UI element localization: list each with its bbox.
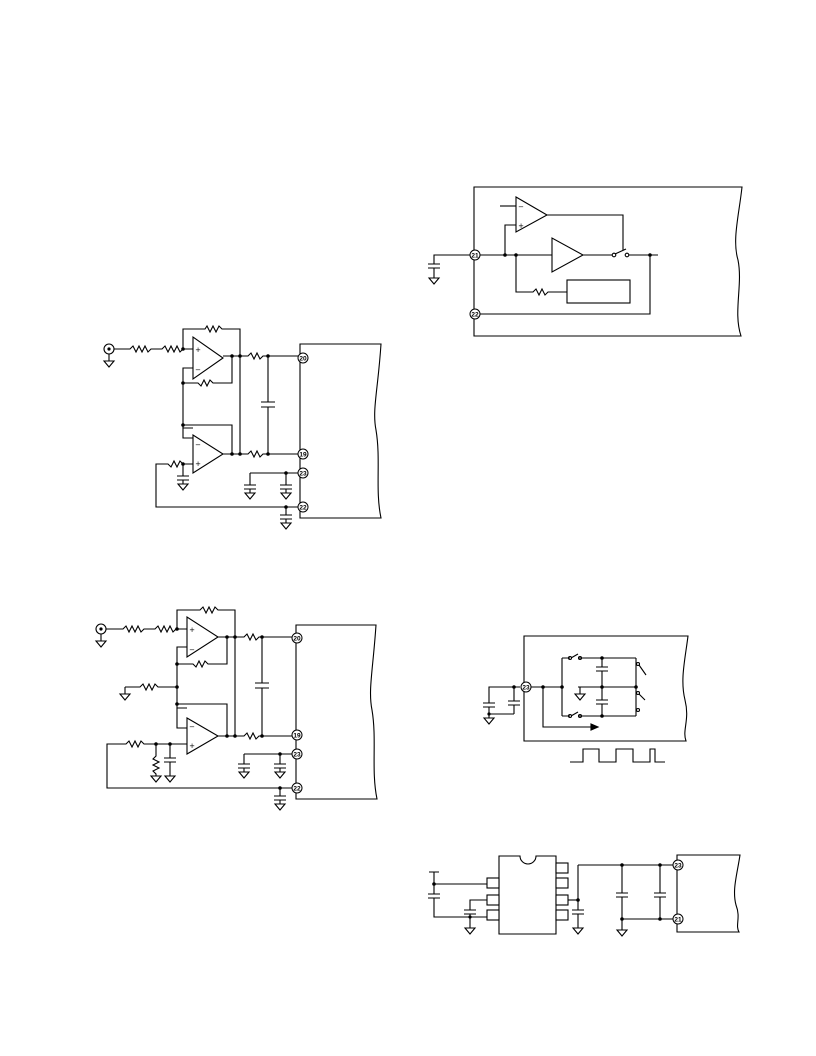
pin-19-label: 19 bbox=[299, 452, 307, 459]
figure-differential-driver-2: + − − + 20 19 23 bbox=[94, 605, 378, 811]
op-amp-3-plus: + bbox=[189, 626, 195, 634]
control-block bbox=[566, 279, 631, 304]
chip-outline bbox=[299, 343, 382, 519]
op-amp-4-minus: − bbox=[189, 723, 195, 731]
op-amp-4 bbox=[186, 717, 220, 755]
buffer-amp bbox=[551, 237, 585, 273]
pin-23-label: 23 bbox=[674, 863, 682, 870]
figure-external-reference: 23 21 bbox=[428, 854, 741, 937]
figure-switched-cap-input: 23 bbox=[482, 635, 689, 763]
pin-22-label: 22 bbox=[293, 786, 301, 793]
pin-23-label: 23 bbox=[293, 752, 301, 759]
chip-outline bbox=[523, 635, 689, 742]
op-amp-ref bbox=[515, 196, 549, 233]
pin-22-label: 22 bbox=[299, 505, 307, 512]
pin-22-label: 22 bbox=[471, 312, 479, 319]
op-amp-3-minus: − bbox=[189, 646, 195, 654]
op-amp-ref-minus: − bbox=[518, 203, 524, 211]
op-amp-1-minus: − bbox=[195, 366, 201, 374]
pin-23-label: 23 bbox=[522, 685, 530, 692]
pin-19-label: 19 bbox=[293, 733, 301, 740]
pin-21-label: 21 bbox=[674, 917, 682, 924]
op-amp-ref-plus: + bbox=[518, 222, 524, 230]
op-amp-4-plus: + bbox=[189, 742, 195, 750]
op-amp-2 bbox=[192, 434, 225, 474]
figure-differential-driver-1: + − − + 20 19 bbox=[102, 324, 382, 530]
pin-23-label: 23 bbox=[299, 471, 307, 478]
clock-waveform bbox=[570, 748, 665, 763]
pin-20-label: 20 bbox=[293, 636, 301, 643]
pin-21-label: 21 bbox=[471, 253, 479, 260]
op-amp-1-plus: + bbox=[195, 346, 201, 354]
chip-outline bbox=[295, 624, 378, 800]
op-amp-2-plus: + bbox=[195, 460, 201, 468]
op-amp-1 bbox=[192, 335, 224, 381]
pin-20-label: 20 bbox=[299, 356, 307, 363]
op-amp-2-minus: − bbox=[195, 441, 201, 449]
figure-reference-buffer: − + 21 22 bbox=[427, 186, 743, 337]
chip-outline bbox=[676, 854, 741, 933]
chip-outline bbox=[473, 186, 743, 337]
reference-ic bbox=[498, 855, 557, 935]
op-amp-3 bbox=[186, 615, 220, 659]
